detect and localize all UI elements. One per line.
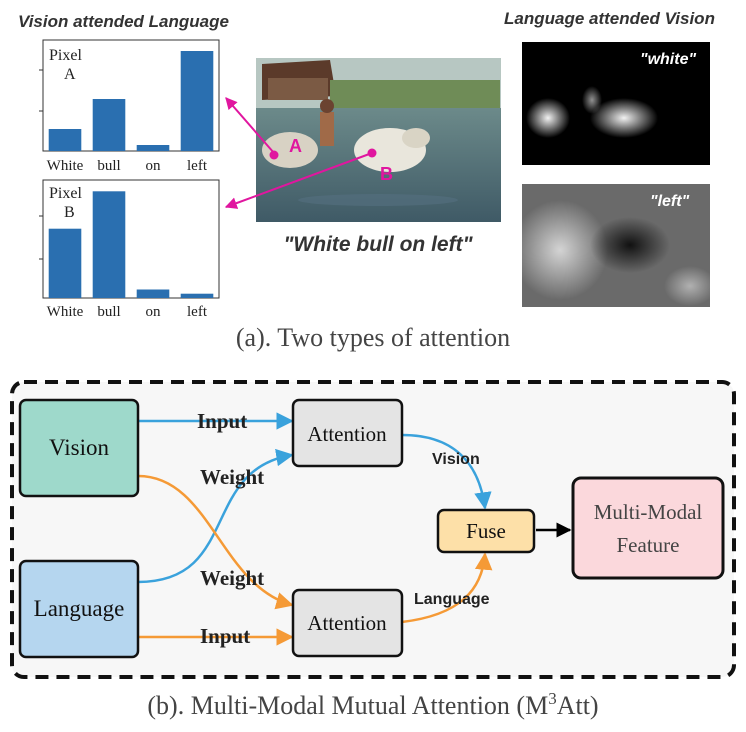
tick-label-0-1: bull (97, 158, 120, 174)
attention-map-white: "white" (522, 42, 710, 165)
language-attended-vision-heading: Language attended Vision (504, 9, 715, 28)
tick-label-1-2: on (146, 304, 162, 320)
label-vision-flow: Vision (432, 451, 480, 468)
caption-part-a: (a). Two types of attention (236, 323, 510, 352)
bar-1-1 (92, 191, 126, 298)
label-weight-bottom: Weight (200, 566, 264, 590)
point-a-label: A (289, 136, 302, 156)
bar-1-2 (136, 289, 170, 298)
attention-map-left-label: "left" (650, 193, 690, 210)
label-input-bottom: Input (200, 624, 250, 648)
bar-0-1 (92, 99, 126, 151)
attention-box-top: Attention (291, 398, 404, 468)
bar-1-3 (180, 293, 214, 298)
m3att-diagram-frame (10, 380, 736, 679)
point-b-label: B (380, 164, 393, 184)
vision-box: Vision (18, 398, 140, 498)
caption-part-b: (b). Multi-Modal Mutual Attention (M3Att… (147, 689, 598, 720)
caption-part-b-prefix: (b). Multi-Modal Mutual Attention (M (147, 691, 548, 720)
diagram-connectors (137, 412, 572, 646)
photo-white-bull-scene (256, 58, 501, 222)
label-language-flow: Language (414, 591, 490, 608)
pixel-b-title-line1: Pixel (49, 185, 82, 202)
output-label-line1: Multi-Modal (594, 500, 703, 524)
pixel-a-title-line1: Pixel (49, 47, 82, 64)
attention-top-label: Attention (307, 422, 387, 446)
referring-sentence: "White bull on left" (283, 233, 473, 256)
vision-attended-language-heading: Vision attended Language (18, 12, 229, 31)
label-weight-top: Weight (200, 465, 264, 489)
tick-label-0-2: on (146, 158, 162, 174)
vision-box-label: Vision (49, 435, 109, 460)
label-input-top: Input (197, 409, 247, 433)
attention-map-white-label: "white" (640, 51, 696, 68)
caption-part-b-suffix: Att) (557, 691, 599, 720)
pixel-a-title-line2: A (64, 66, 76, 83)
output-label-line2: Feature (617, 533, 680, 557)
tick-label-1-0: White (47, 304, 84, 320)
attention-map-left: "left" (512, 184, 716, 307)
tick-label-0-3: left (187, 158, 208, 174)
tick-label-1-1: bull (97, 304, 120, 320)
pixel-b-title-line2: B (64, 204, 75, 221)
fuse-box: Fuse (436, 508, 536, 554)
tick-label-1-3: left (187, 304, 208, 320)
bar-1-0 (48, 228, 82, 298)
pixel-a-bar-chart: Pixel A White bull on left (39, 39, 220, 174)
caption-part-b-sup: 3 (548, 689, 557, 708)
language-box: Language (18, 559, 140, 659)
pixel-b-bar-chart: Pixel B White bull on left (39, 179, 220, 320)
attention-bottom-label: Attention (307, 611, 387, 635)
photo-annotations: A B (224, 97, 393, 209)
language-box-label: Language (34, 596, 125, 621)
bar-0-2 (136, 145, 170, 151)
tick-label-0-0: White (47, 158, 84, 174)
attention-box-bottom: Attention (291, 588, 404, 658)
bar-0-0 (48, 129, 82, 151)
bar-0-3 (180, 51, 214, 151)
fuse-box-label: Fuse (466, 519, 506, 543)
multimodal-feature-box: Multi-Modal Feature (571, 476, 725, 580)
